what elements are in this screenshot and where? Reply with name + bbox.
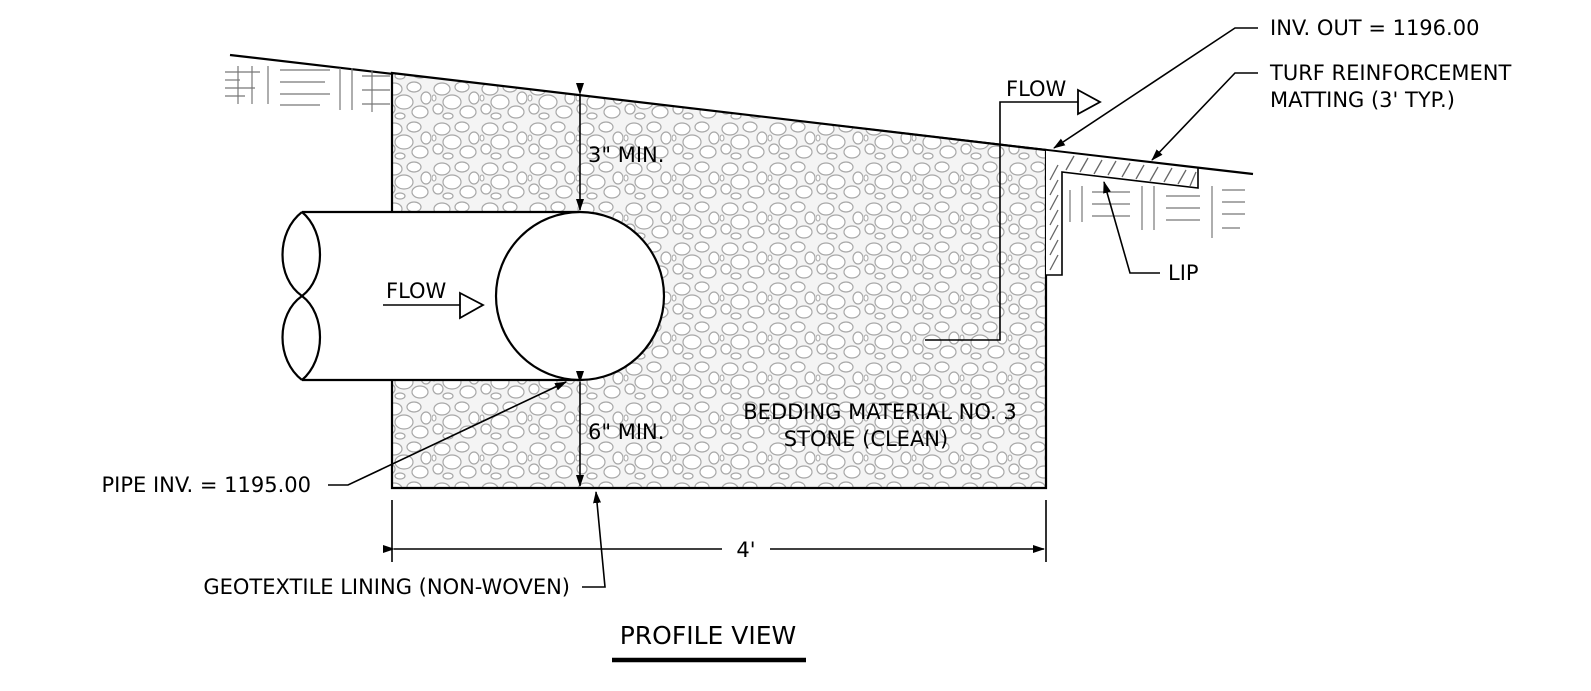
leader-geotextile bbox=[582, 491, 606, 588]
label-turf-line2: MATTING (3' TYP.) bbox=[1270, 88, 1455, 112]
label-turf-line1: TURF REINFORCEMENT bbox=[1269, 61, 1511, 85]
label-6in-min: 6" MIN. bbox=[588, 420, 664, 444]
flow-label-pipe: FLOW bbox=[386, 279, 447, 303]
label-pipe-inv: PIPE INV. = 1195.00 bbox=[102, 473, 312, 497]
soil-hatch-right bbox=[1069, 186, 1245, 238]
bedding-label-line2: STONE (CLEAN) bbox=[784, 427, 948, 451]
turf-reinforcement-matting bbox=[1045, 149, 1199, 276]
leader-inv-out bbox=[1053, 27, 1258, 149]
flow-arrow-top bbox=[925, 88, 1102, 341]
pipe-break-symbol bbox=[281, 211, 304, 381]
soil-hatch-left bbox=[225, 66, 390, 112]
pipe bbox=[281, 210, 666, 382]
leader-turf-matting bbox=[1151, 72, 1258, 161]
leader-pipe-inv bbox=[328, 381, 567, 486]
label-geotextile: GEOTEXTILE LINING (NON-WOVEN) bbox=[203, 575, 570, 599]
bedding-label-line1: BEDDING MATERIAL NO. 3 bbox=[743, 400, 1016, 424]
label-inv-out: INV. OUT = 1196.00 bbox=[1270, 16, 1479, 40]
label-4ft: 4' bbox=[736, 538, 755, 562]
flow-label-top: FLOW bbox=[1006, 77, 1067, 101]
pipe-end-circle bbox=[494, 210, 666, 382]
dimension-4ft-width bbox=[383, 500, 1047, 562]
flow-arrow-pipe bbox=[383, 291, 485, 320]
view-title: PROFILE VIEW bbox=[620, 621, 797, 650]
label-3in-min: 3" MIN. bbox=[588, 143, 664, 167]
leader-lip bbox=[1103, 181, 1160, 274]
label-lip: LIP bbox=[1168, 261, 1199, 285]
